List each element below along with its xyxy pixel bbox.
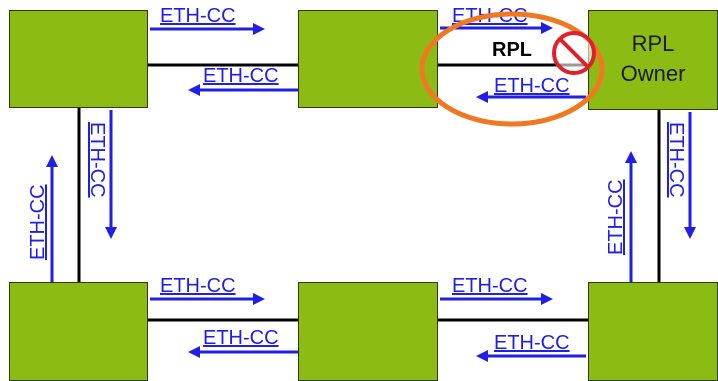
eth-cc-label: ETH-CC — [665, 122, 687, 198]
arrow-right-icon — [150, 23, 265, 35]
node-bottom-middle — [298, 282, 438, 381]
eth-cc-label: ETH-CC — [203, 65, 279, 87]
rpl-owner-label-line2: Owner — [620, 61, 686, 86]
node-bottom-left — [9, 282, 148, 381]
arrow-up-icon — [46, 155, 58, 282]
arrow-left-icon — [188, 84, 298, 96]
arrow-left-icon — [188, 346, 298, 358]
eth-cc-label: ETH-CC — [494, 75, 570, 97]
eth-cc-label: ETH-CC — [452, 275, 528, 297]
eth-cc-label: ETH-CC — [160, 5, 236, 27]
eth-cc-label: ETH-CC — [605, 179, 627, 255]
eth-cc-label: ETH-CC — [27, 184, 49, 260]
node-top-left — [9, 10, 148, 108]
eth-cc-label: ETH-CC — [203, 327, 279, 349]
arrow-left-icon — [476, 350, 586, 362]
node-top-middle — [298, 10, 438, 108]
eth-cc-label: ETH-CC — [86, 122, 108, 198]
node-bottom-right — [588, 282, 718, 381]
arrow-right-icon — [150, 293, 265, 305]
rpl-link-label: RPL — [492, 39, 532, 61]
arrow-down-icon — [105, 110, 117, 239]
arrow-up-icon — [625, 151, 637, 282]
arrow-right-icon — [440, 293, 553, 305]
arrow-down-icon — [684, 112, 696, 239]
eth-cc-label: ETH-CC — [452, 5, 528, 27]
eth-cc-label: ETH-CC — [494, 332, 570, 354]
rpl-owner-label-line1: RPL — [631, 31, 675, 56]
node-rpl-owner: RPL Owner — [588, 10, 718, 110]
eth-cc-label: ETH-CC — [160, 275, 236, 297]
